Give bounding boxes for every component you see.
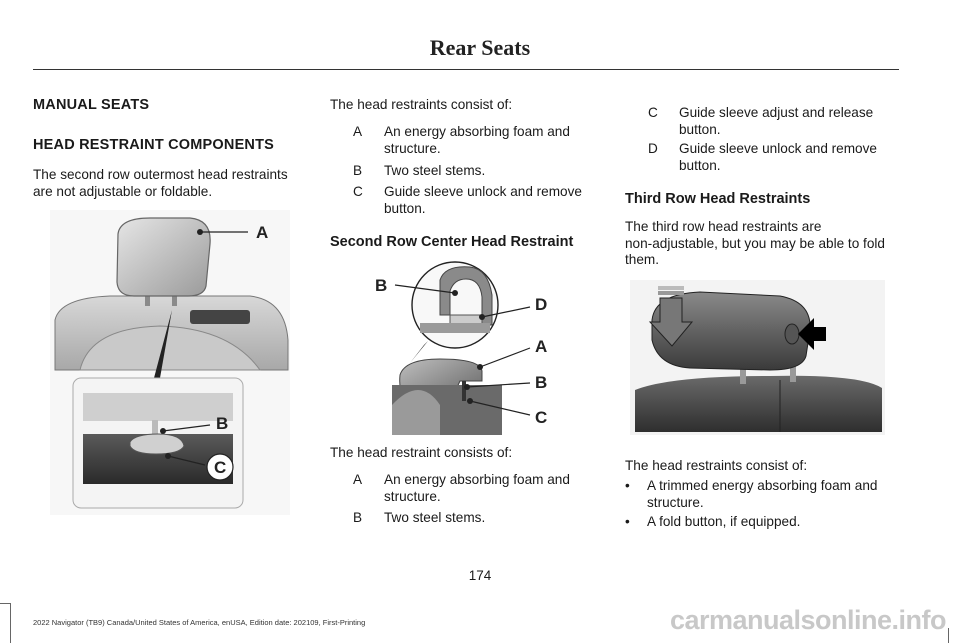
- callout-label: A: [256, 223, 268, 242]
- item-text: Guide sleeve unlock and remove button.: [384, 184, 599, 217]
- item-line: Guide sleeve unlock and remove: [679, 141, 877, 156]
- section-heading-manual-seats: MANUAL SEATS: [33, 97, 150, 113]
- item-line: Guide sleeve unlock and remove: [384, 184, 582, 199]
- item-line: Guide sleeve adjust and release: [679, 105, 874, 120]
- item-text: A trimmed energy absorbing foam and stru…: [647, 478, 897, 511]
- paragraph-line: The second row outermost head restraints: [33, 167, 288, 182]
- watermark: carmanualsonline.info: [669, 605, 947, 635]
- crop-mark: [0, 603, 10, 604]
- item-line: structure.: [384, 488, 441, 504]
- item-key: B: [353, 163, 363, 178]
- callout-label: B: [216, 414, 228, 433]
- edition-footer: 2022 Navigator (TB9) Canada/United State…: [33, 618, 366, 627]
- third-row-paragraph: The third row head restraints are non-ad…: [625, 219, 910, 269]
- middle-intro: The head restraints consist of:: [330, 97, 513, 112]
- item-key: B: [353, 510, 363, 525]
- paragraph-line: them.: [625, 252, 659, 267]
- intro-paragraph: The second row outermost head restraints…: [33, 167, 313, 200]
- item-text: Guide sleeve adjust and release button.: [679, 105, 894, 138]
- item-key: A: [353, 472, 363, 487]
- crop-mark: [948, 628, 949, 643]
- callout-label: C: [214, 458, 226, 477]
- third-row-head-restraint-figure: [630, 280, 885, 435]
- item-line: A fold button, if equipped.: [647, 514, 801, 529]
- item-line: button.: [679, 157, 721, 173]
- item-line: An energy absorbing foam and: [384, 472, 570, 487]
- page-title: Rear Seats: [429, 35, 531, 60]
- callout-label: D: [535, 295, 547, 314]
- page-number: 174: [468, 568, 492, 583]
- item-text: Two steel stems.: [384, 510, 599, 527]
- paragraph-line: are not adjustable or foldable.: [33, 183, 213, 199]
- callout-label: C: [535, 408, 547, 427]
- outer-head-restraint-figure: A B C: [50, 210, 290, 515]
- middle-intro-2: The head restraint consists of:: [330, 445, 513, 460]
- item-text: An energy absorbing foam and structure.: [384, 124, 599, 157]
- item-line: button.: [384, 200, 426, 216]
- item-key: C: [648, 105, 658, 120]
- item-line: structure.: [647, 494, 704, 510]
- center-head-restraint-figure: B D A B C: [375, 261, 547, 435]
- paragraph-line: The third row head restraints are: [625, 219, 822, 234]
- third-row-intro: The head restraints consist of:: [625, 458, 808, 473]
- callout-label: A: [535, 337, 547, 356]
- item-line: An energy absorbing foam and: [384, 124, 570, 139]
- subheading-second-row-center: Second Row Center Head Restraint: [330, 234, 574, 250]
- item-line: button.: [679, 121, 721, 137]
- item-key: A: [353, 124, 363, 139]
- item-text: Two steel stems.: [384, 163, 599, 180]
- item-text: An energy absorbing foam and structure.: [384, 472, 599, 505]
- bullet-glyph: •: [625, 478, 630, 493]
- paragraph-line: non-adjustable, but you may be able to f…: [625, 235, 885, 251]
- section-heading-head-restraint-components: HEAD RESTRAINT COMPONENTS: [33, 137, 275, 153]
- item-line: Two steel stems.: [384, 163, 486, 178]
- item-line: structure.: [384, 140, 441, 156]
- header-divider: [33, 69, 899, 70]
- bullet-glyph: •: [625, 514, 630, 529]
- item-key: D: [648, 141, 658, 156]
- crop-mark: [10, 603, 11, 643]
- item-line: Two steel stems.: [384, 510, 486, 525]
- item-key: C: [353, 184, 363, 199]
- subheading-third-row: Third Row Head Restraints: [625, 191, 811, 207]
- item-line: A trimmed energy absorbing foam and: [647, 478, 878, 493]
- callout-label: B: [535, 373, 547, 392]
- item-text: Guide sleeve unlock and remove button.: [679, 141, 894, 174]
- callout-label: B: [375, 276, 387, 295]
- item-text: A fold button, if equipped.: [647, 514, 897, 531]
